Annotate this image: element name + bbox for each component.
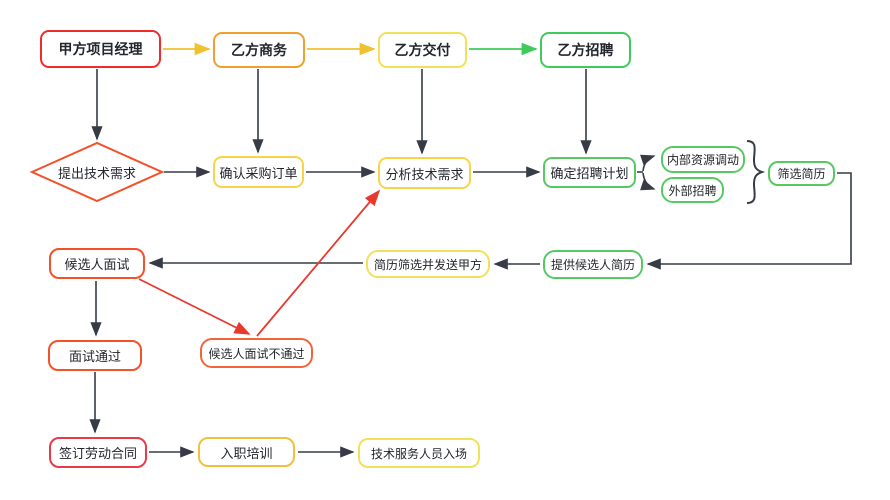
node-onboarding-training[interactable]: 入职培训 <box>198 437 295 467</box>
node-analyze-tech-requirement[interactable]: 分析技术需求 <box>378 157 471 189</box>
node-provide-candidate-resumes[interactable]: 提供候选人简历 <box>543 250 643 279</box>
node-vendor-recruiting[interactable]: 乙方招聘 <box>540 32 631 68</box>
node-confirm-purchase-order[interactable]: 确认采购订单 <box>213 156 304 188</box>
edge-plan-to-external <box>640 172 656 191</box>
node-raise-tech-requirement-label: 提出技术需求 <box>57 166 136 181</box>
node-interview-failed[interactable]: 候选人面试不通过 <box>200 338 313 368</box>
node-screen-resumes[interactable]: 筛选简历 <box>768 161 835 186</box>
edge-plan-to-internal <box>640 154 656 172</box>
node-tech-staff-onsite[interactable]: 技术服务人员入场 <box>358 438 480 468</box>
node-internal-resource-transfer[interactable]: 内部资源调动 <box>661 146 745 173</box>
node-candidate-interview[interactable]: 候选人面试 <box>49 248 145 279</box>
node-vendor-business[interactable]: 乙方商务 <box>213 32 305 68</box>
node-interview-passed[interactable]: 面试通过 <box>48 340 142 371</box>
edge-screen-to-provide <box>646 172 852 270</box>
brace-group-sources <box>746 140 766 204</box>
node-party-a-pm[interactable]: 甲方项目经理 <box>40 30 161 68</box>
node-resume-screen-send-party-a[interactable]: 简历筛选并发送甲方 <box>366 250 490 278</box>
node-sign-labor-contract[interactable]: 签订劳动合同 <box>49 437 147 468</box>
edge-failed-to-analyze <box>256 189 381 337</box>
node-vendor-delivery[interactable]: 乙方交付 <box>378 32 467 68</box>
edge-interview-to-failed <box>138 278 251 335</box>
node-determine-recruiting-plan[interactable]: 确定招聘计划 <box>543 157 636 188</box>
diamond-raise-tech-requirement[interactable] <box>29 141 165 203</box>
node-external-recruiting[interactable]: 外部招聘 <box>661 177 724 203</box>
